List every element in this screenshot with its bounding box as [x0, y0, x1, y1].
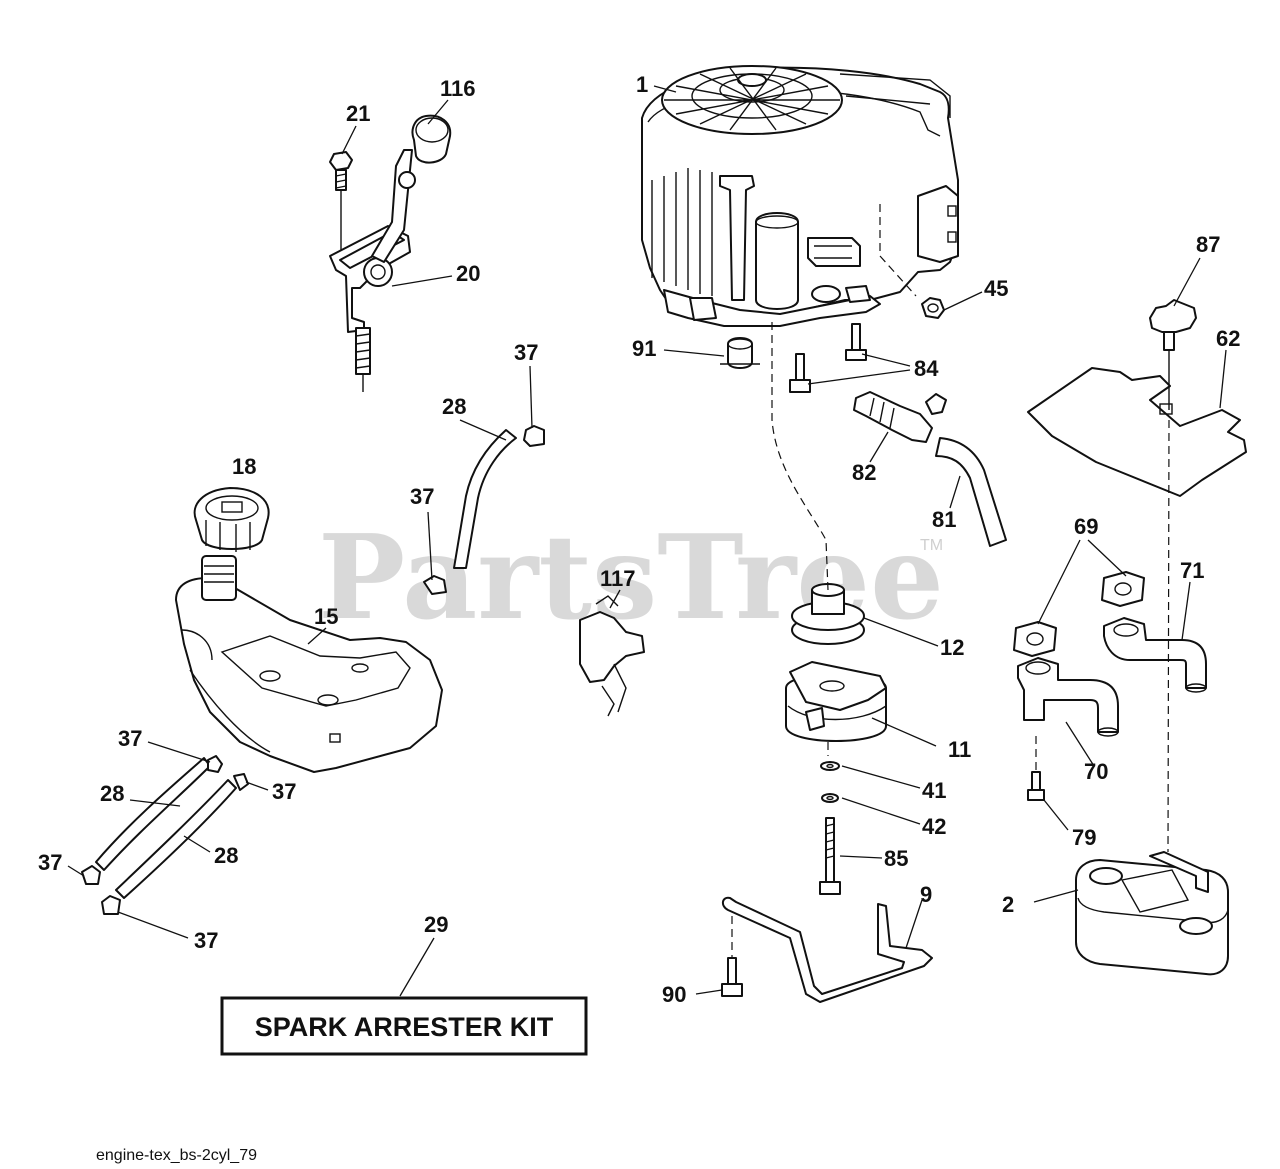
- fuel-hose-28-lower-left[interactable]: [81, 755, 223, 885]
- callout-18[interactable]: 18: [232, 454, 256, 479]
- callout-87[interactable]: 87: [1196, 232, 1220, 257]
- knob-87[interactable]: [1149, 299, 1197, 410]
- callout-21[interactable]: 21: [346, 101, 370, 126]
- callout-70[interactable]: 70: [1084, 759, 1108, 784]
- callout-90[interactable]: 90: [662, 982, 686, 1007]
- callout-28-lower-right[interactable]: 28: [214, 843, 238, 868]
- spark-arrester-kit[interactable]: SPARK ARRESTER KIT: [220, 996, 588, 1056]
- spacer-91[interactable]: [720, 337, 760, 369]
- callout-37-right[interactable]: 37: [272, 779, 296, 804]
- callout-15[interactable]: 15: [314, 604, 338, 629]
- fuel-hose-28-upper[interactable]: [423, 425, 545, 595]
- callout-84[interactable]: 84: [914, 356, 939, 381]
- callout-28-lower-left[interactable]: 28: [100, 781, 124, 806]
- muffler-2[interactable]: [1075, 851, 1229, 976]
- bolts-84[interactable]: [789, 323, 867, 393]
- bolt-21[interactable]: [329, 151, 371, 392]
- callout-9[interactable]: 9: [920, 882, 932, 907]
- fuel-valve-82[interactable]: [853, 391, 947, 443]
- callout-62[interactable]: 62: [1216, 326, 1240, 351]
- throttle-control[interactable]: [329, 149, 416, 333]
- callout-37-left-top[interactable]: 37: [118, 726, 142, 751]
- callout-37-bottom[interactable]: 37: [194, 928, 218, 953]
- callout-20[interactable]: 20: [456, 261, 480, 286]
- engine[interactable]: [641, 65, 959, 327]
- washer-41[interactable]: [820, 761, 840, 771]
- fuel-cap-18[interactable]: [193, 487, 270, 552]
- callout-2[interactable]: 2: [1002, 892, 1014, 917]
- exhaust-pipe-71[interactable]: [1103, 617, 1207, 693]
- callout-81[interactable]: 81: [932, 507, 956, 532]
- leader-lines: [67, 85, 1227, 997]
- assembly-line-muffler: [1167, 419, 1170, 853]
- clutch-11[interactable]: [785, 661, 887, 742]
- callout-1[interactable]: 1: [636, 72, 648, 97]
- callout-37-upper-right[interactable]: 37: [514, 340, 538, 365]
- callout-29[interactable]: 29: [424, 912, 448, 937]
- callout-labels: 1 116 21 20 45 87 91 84 62 37 28 82 18 3…: [38, 72, 1240, 1007]
- callout-116[interactable]: 116: [440, 76, 476, 101]
- heat-shield-62[interactable]: [1027, 367, 1247, 497]
- watermark-mark: TM: [920, 537, 943, 554]
- callout-71[interactable]: 71: [1180, 558, 1204, 583]
- bracket-9[interactable]: [722, 896, 933, 1003]
- callout-42[interactable]: 42: [922, 814, 946, 839]
- callout-85[interactable]: 85: [884, 846, 908, 871]
- exhaust-pipe-70[interactable]: [1017, 657, 1119, 737]
- hose-81[interactable]: [935, 437, 1007, 547]
- fuel-filter-117[interactable]: [579, 595, 645, 717]
- knob-116[interactable]: [411, 114, 452, 164]
- callout-37-upper-left[interactable]: 37: [410, 484, 434, 509]
- callout-41[interactable]: 41: [922, 778, 946, 803]
- callout-117[interactable]: 117: [600, 566, 636, 591]
- callout-79[interactable]: 79: [1072, 825, 1096, 850]
- callout-37-left-bottom[interactable]: 37: [38, 850, 62, 875]
- fuel-tank-15[interactable]: [175, 555, 443, 773]
- gasket-69-lower[interactable]: [1013, 621, 1057, 657]
- nut-45[interactable]: [921, 297, 945, 319]
- callout-11[interactable]: 11: [948, 737, 971, 762]
- bolt-79[interactable]: [1027, 771, 1045, 801]
- bolt-85[interactable]: [819, 817, 841, 895]
- callout-82[interactable]: 82: [852, 460, 876, 485]
- lock-washer-42[interactable]: [821, 793, 839, 803]
- gasket-69-upper[interactable]: [1101, 571, 1145, 607]
- callout-91[interactable]: 91: [632, 336, 656, 361]
- spark-arrester-kit-label: SPARK ARRESTER KIT: [255, 1012, 554, 1042]
- assembly-line-nut: [879, 204, 917, 297]
- bolt-90[interactable]: [721, 957, 743, 997]
- callout-45[interactable]: 45: [984, 276, 1008, 301]
- callout-12[interactable]: 12: [940, 635, 964, 660]
- callout-69[interactable]: 69: [1074, 514, 1098, 539]
- assembly-line-crankshaft: [771, 322, 829, 591]
- callout-28-upper[interactable]: 28: [442, 394, 466, 419]
- diagram-reference: engine-tex_bs-2cyl_79: [96, 1147, 257, 1164]
- fuel-hose-28-lower-right[interactable]: [101, 773, 249, 915]
